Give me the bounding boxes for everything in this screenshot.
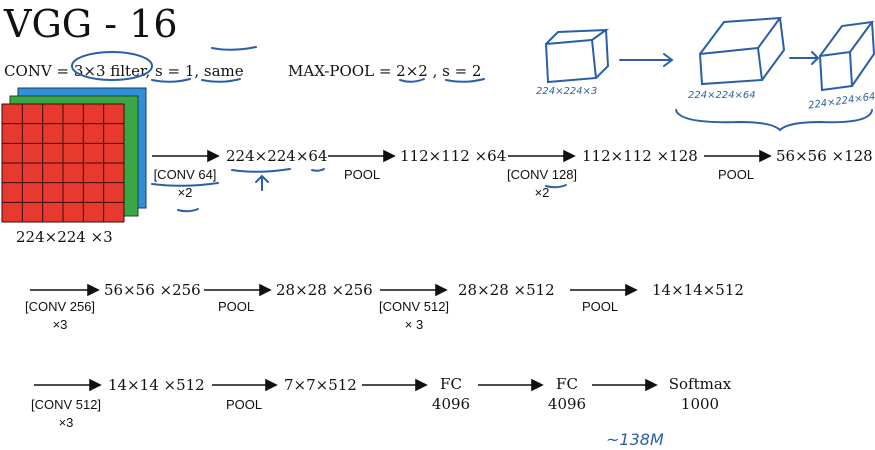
pen-underline <box>211 46 257 51</box>
op-label: POOL <box>206 298 266 316</box>
arrow-head <box>645 378 658 392</box>
op-name: POOL <box>717 167 755 182</box>
feature-dim: 14×14×512 <box>652 281 744 299</box>
page-title: VGG - 16 <box>4 2 178 46</box>
pen-cube-large <box>818 20 875 92</box>
feature-dim: 14×14 ×512 <box>108 376 205 394</box>
feature-dim: 7×7×512 <box>284 376 357 394</box>
op-label: [CONV 512] ×3 <box>24 396 108 432</box>
op-mult: ×3 <box>58 415 74 430</box>
arrow-head <box>435 283 448 297</box>
op-name: [CONV 256] <box>24 299 96 314</box>
fc-layer: FC 4096 <box>426 374 476 414</box>
pen-cube-small <box>544 28 610 84</box>
input-layer-red <box>1 103 125 223</box>
op-label: POOL <box>214 396 274 414</box>
op-name: POOL <box>581 299 619 314</box>
pen-underline <box>151 182 219 187</box>
op-name: POOL <box>217 299 255 314</box>
pen-underline <box>151 78 191 83</box>
op-label: [CONV 256] ×3 <box>18 298 102 334</box>
arrow-head <box>563 149 576 163</box>
pen-arrow <box>255 174 269 191</box>
pen-underline <box>399 78 425 83</box>
op-name: [CONV 512] <box>378 299 450 314</box>
feature-dim: 224×224×64 <box>226 147 328 165</box>
pen-bracket <box>675 109 873 132</box>
op-label: POOL <box>332 166 392 184</box>
pen-arrow-sketch <box>789 51 820 65</box>
arrow-head <box>531 378 544 392</box>
pool-note: MAX-POOL = 2×2 , s = 2 <box>288 62 482 80</box>
op-label: [CONV 512] × 3 <box>372 298 456 334</box>
pen-cube-large <box>698 16 786 86</box>
op-label: [CONV 128] ×2 <box>500 166 584 202</box>
arrow-head <box>259 283 272 297</box>
pen-underline <box>311 168 325 172</box>
arrow-head <box>415 378 428 392</box>
op-label: POOL <box>706 166 766 184</box>
op-name: POOL <box>343 167 381 182</box>
fc-label: FC <box>440 375 462 393</box>
op-name: [CONV 128] <box>506 167 578 182</box>
handwritten-label: 224×224×3 <box>536 86 598 97</box>
fc-units: 4096 <box>547 395 587 413</box>
feature-dim: 112×112 ×128 <box>582 147 698 165</box>
feature-dim: 112×112 ×64 <box>400 147 507 165</box>
pen-circle <box>71 51 153 81</box>
softmax-layer: Softmax 1000 <box>660 374 740 414</box>
fc-label: FC <box>556 375 578 393</box>
arrow-head <box>759 149 772 163</box>
pen-underline <box>177 208 199 213</box>
handwritten-label: 224×224×64 <box>688 90 756 101</box>
arrow-head <box>207 149 220 163</box>
conv-note: CONV = 3×3 filter, s = 1, same <box>4 62 244 80</box>
arrow-head <box>383 149 396 163</box>
feature-dim: 56×56 ×128 <box>776 147 873 165</box>
arrow-head <box>265 378 278 392</box>
op-mult: ×3 <box>52 317 68 332</box>
op-label: POOL <box>570 298 630 316</box>
pen-annotations <box>71 16 875 213</box>
op-label: [CONV 64] ×2 <box>148 166 222 202</box>
op-mult: ×2 <box>534 185 550 200</box>
softmax-units: 1000 <box>680 395 720 413</box>
pen-underline <box>445 78 485 83</box>
feature-dim: 28×28 ×256 <box>276 281 373 299</box>
arrow-head <box>87 283 100 297</box>
op-name: [CONV 512] <box>30 397 102 412</box>
pen-underline <box>231 168 291 173</box>
arrow-head <box>89 378 102 392</box>
softmax-label: Softmax <box>668 375 732 393</box>
handwritten-param-count: ~138M <box>606 430 664 449</box>
fc-units: 4096 <box>431 395 471 413</box>
op-name: POOL <box>225 397 263 412</box>
pen-arrow-sketch <box>619 53 674 67</box>
pen-underline <box>545 184 567 189</box>
input-dim-label: 224×224 ×3 <box>16 228 113 246</box>
feature-dim: 56×56 ×256 <box>104 281 201 299</box>
op-name: [CONV 64] <box>153 167 217 182</box>
arrow-head <box>625 283 638 297</box>
pen-underline <box>201 78 241 83</box>
feature-dim: 28×28 ×512 <box>458 281 555 299</box>
op-mult: × 3 <box>404 317 424 332</box>
op-mult: ×2 <box>177 185 193 200</box>
fc-layer: FC 4096 <box>542 374 592 414</box>
